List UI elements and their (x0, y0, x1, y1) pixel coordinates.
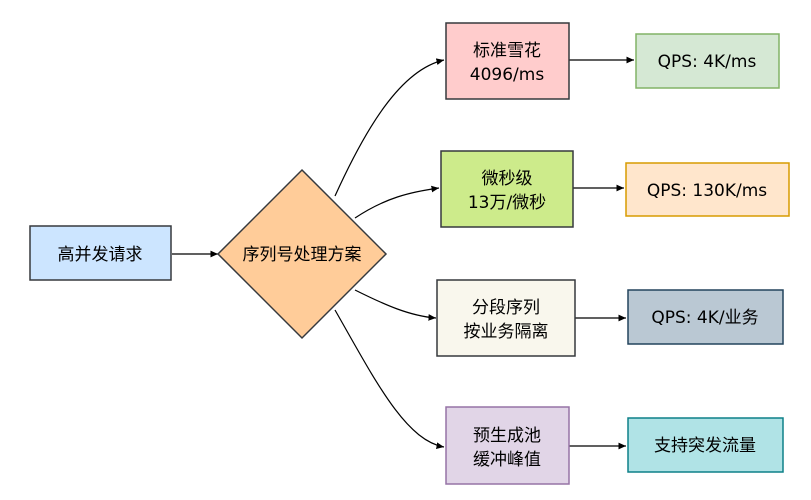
node-request: 高并发请求 (29, 225, 172, 281)
edge-decision-snowflake (334, 58, 445, 197)
node-decision-label: 序列号处理方案 (243, 245, 362, 265)
node-request-label: 高并发请求 (58, 245, 143, 265)
edge-decision-micro (354, 185, 440, 219)
node-qps1: QPS: 4K/ms (635, 33, 780, 89)
node-micro-line2: 13万/微秒 (468, 193, 546, 213)
node-qps4-label: 支持突发流量 (654, 436, 756, 456)
node-prealloc-line2: 缓冲峰值 (473, 450, 541, 470)
node-segment-line1: 分段序列 (472, 298, 540, 318)
node-prealloc-line1: 预生成池 (473, 426, 541, 446)
node-qps2: QPS: 130K/ms (625, 162, 790, 217)
node-qps2-label: QPS: 130K/ms (647, 181, 767, 201)
edge-decision-segment (354, 289, 437, 321)
node-snowflake: 标准雪花 4096/ms (445, 22, 570, 100)
node-qps3-label: QPS: 4K/业务 (651, 308, 758, 328)
node-prealloc: 预生成池 缓冲峰值 (445, 406, 570, 485)
node-snowflake-line2: 4096/ms (470, 65, 545, 85)
node-segment-line2: 按业务隔离 (464, 322, 549, 342)
node-qps1-label: QPS: 4K/ms (658, 52, 757, 72)
node-qps3: QPS: 4K/业务 (627, 289, 784, 345)
edge-decision-prealloc (334, 309, 445, 449)
node-micro: 微秒级 13万/微秒 (440, 150, 574, 228)
node-micro-line1: 微秒级 (482, 169, 533, 189)
node-segment: 分段序列 按业务隔离 (436, 279, 576, 357)
node-snowflake-line1: 标准雪花 (473, 41, 541, 61)
node-decision: 序列号处理方案 (216, 168, 388, 340)
node-qps4: 支持突发流量 (627, 417, 784, 473)
